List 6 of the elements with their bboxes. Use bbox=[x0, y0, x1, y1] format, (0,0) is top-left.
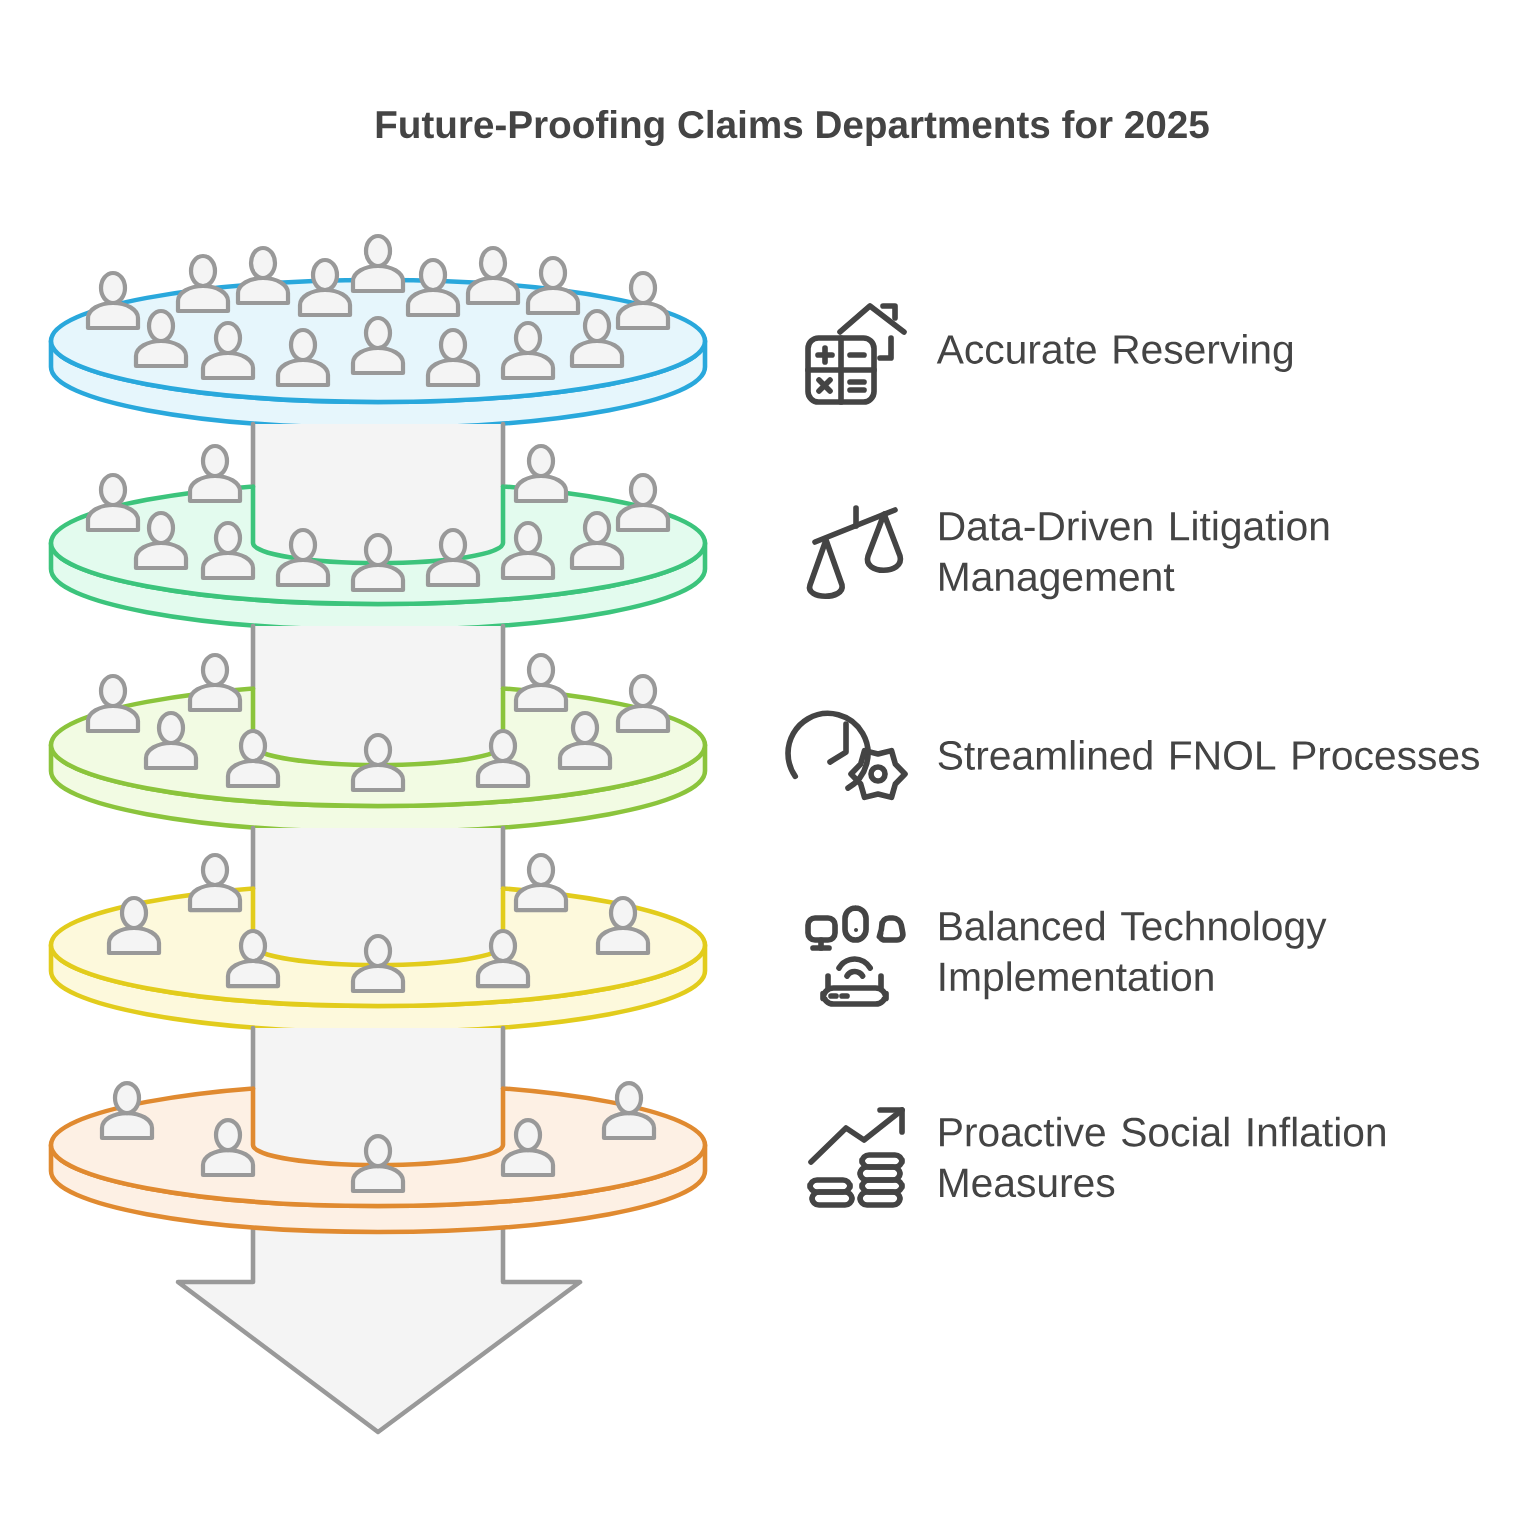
title: Future-Proofing Claims Departments for 2025 bbox=[376, 109, 1209, 147]
item-label: Accurate Reserving bbox=[936, 334, 1293, 373]
item-label: Streamlined FNOL Processes bbox=[938, 740, 1479, 770]
item-label: Balanced Technology Implementation bbox=[940, 910, 1327, 1000]
item-label: Data-Driven Litigation Management bbox=[940, 510, 1329, 600]
item-label: Proactive Social Inflation Measures bbox=[940, 1116, 1385, 1198]
